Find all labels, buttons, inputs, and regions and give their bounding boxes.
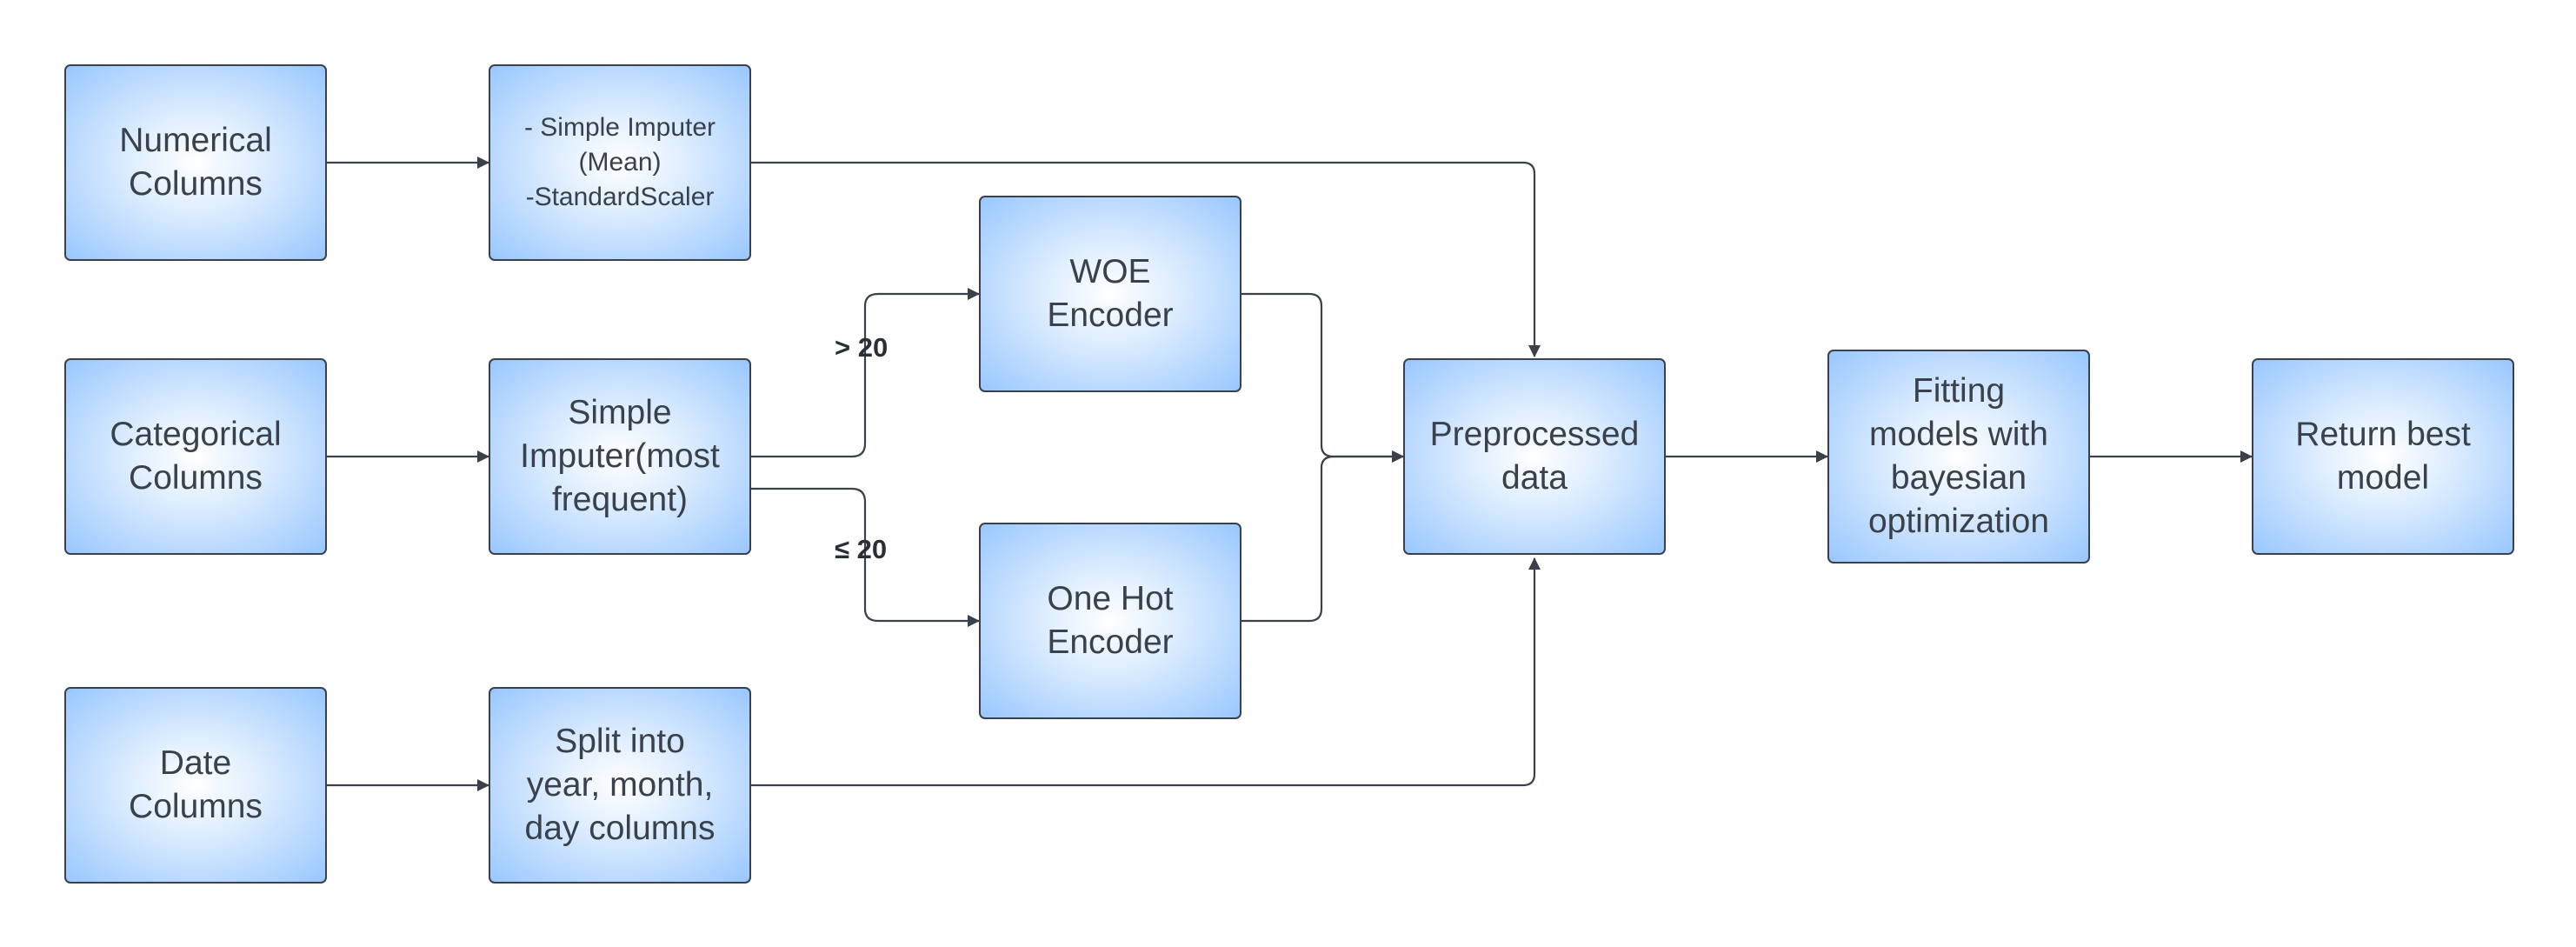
one-hot-encoder-label: One Hot Encoder bbox=[1047, 580, 1174, 661]
categorical-columns-node: Categorical Columns bbox=[64, 358, 327, 555]
categorical-columns-label: Categorical Columns bbox=[110, 416, 282, 497]
date-columns-label: Date Columns bbox=[129, 744, 263, 825]
woe-encoder-label: WOE Encoder bbox=[1047, 253, 1174, 334]
preprocessed-data-label: Preprocessed data bbox=[1429, 416, 1640, 497]
edge-split-to-preprocessed bbox=[751, 557, 1541, 787]
simple-imputer-label: Simple Imputer(most frequent) bbox=[520, 394, 720, 518]
edge-label-greater-than-20: > 20 bbox=[835, 332, 889, 363]
numerical-columns-node: Numerical Columns bbox=[64, 64, 327, 261]
return-best-model-label: Return best model bbox=[2295, 416, 2471, 497]
fitting-models-node: Fitting models with bayesian optimizatio… bbox=[1827, 350, 2090, 564]
preprocessed-data-node: Preprocessed data bbox=[1403, 358, 1666, 555]
edge-imputer-to-woe bbox=[751, 288, 980, 458]
split-date-label: Split into year, month, day columns bbox=[524, 723, 716, 847]
split-date-node: Split into year, month, day columns bbox=[489, 687, 751, 884]
edge-onehot-to-preprocessed bbox=[1241, 450, 1404, 623]
date-columns-node: Date Columns bbox=[64, 687, 327, 884]
fitting-models-label: Fitting models with bayesian optimizatio… bbox=[1867, 372, 2050, 540]
edge-label-less-equal-20: ≤ 20 bbox=[835, 534, 888, 564]
numeric-pipeline-label: - Simple Imputer (Mean) -StandardScaler bbox=[523, 113, 716, 211]
edge-imputer-to-onehot bbox=[751, 487, 980, 627]
simple-imputer-node: Simple Imputer(most frequent) bbox=[489, 358, 751, 555]
numeric-pipeline-node: - Simple Imputer (Mean) -StandardScaler bbox=[489, 64, 751, 261]
woe-encoder-node: WOE Encoder bbox=[979, 196, 1241, 392]
edge-scaler-to-preprocessed bbox=[751, 161, 1541, 357]
edge-woe-to-preprocessed bbox=[1241, 292, 1404, 463]
one-hot-encoder-node: One Hot Encoder bbox=[979, 523, 1241, 719]
numerical-columns-label: Numerical Columns bbox=[119, 122, 272, 203]
return-best-model-node: Return best model bbox=[2252, 358, 2514, 555]
